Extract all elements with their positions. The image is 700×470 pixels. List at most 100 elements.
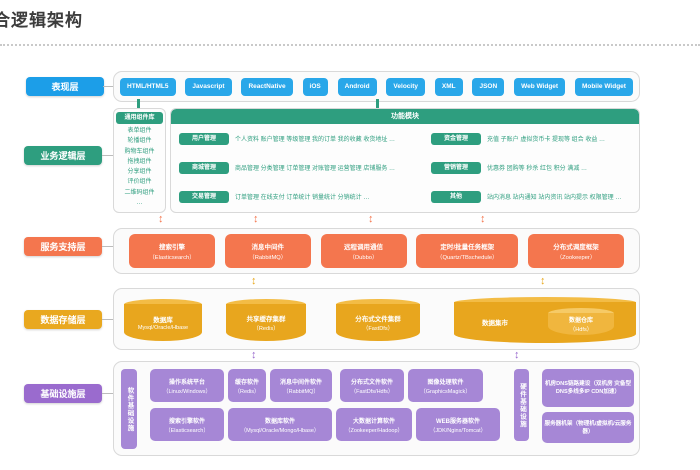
tech-chip-reactnative: ReactNative bbox=[241, 77, 293, 96]
function-row: 交易管理 订单管理 在线支付 订单统计 销量统计 分销统计 … 其他 站内消息 … bbox=[171, 182, 639, 211]
sw-block-mq: 消息中间件软件 （RabbitMQ） bbox=[270, 369, 332, 402]
tech-chip-xml: XML bbox=[434, 77, 463, 96]
cylinder-barrel bbox=[336, 304, 420, 341]
function-group-trade: 交易管理 订单管理 在线支付 订单统计 销量统计 分销统计 … bbox=[179, 190, 431, 203]
service-support-band: 搜索引擎 （Elasticsearch） 消息中间件 （RabbitMQ） 远程… bbox=[113, 228, 640, 274]
common-item: 购物车组件 bbox=[124, 148, 155, 155]
sw-tech: （Zookeeper/Hadoop） bbox=[344, 427, 404, 434]
function-panel-title: 功能模块 bbox=[171, 109, 639, 124]
tech-chip-velocity: Velocity bbox=[386, 77, 425, 96]
connector-tick bbox=[376, 99, 379, 109]
group-pill: 交易管理 bbox=[179, 190, 229, 203]
updown-arrow-icon: ↕ bbox=[251, 275, 257, 287]
common-components-panel: 通用组件库 表单组件 轮播组件 购物车组件 拖拽组件 分享组件 评价组件 二维码… bbox=[113, 108, 166, 213]
sw-block-os: 操作系统平台 （Linux/Windows） bbox=[150, 369, 224, 402]
service-name: 定时/批量任务框架 bbox=[440, 244, 495, 251]
connector-line bbox=[103, 86, 114, 87]
cylinder-barrel bbox=[548, 313, 614, 335]
sw-tech: （Redis） bbox=[234, 388, 260, 395]
cylinder-barrel bbox=[226, 304, 306, 341]
common-item: … bbox=[136, 200, 143, 207]
group-items: 充值 子账户 虚拟货币卡 提现等 组合 收益 … bbox=[487, 137, 606, 143]
cylinder-tech: （FastDfs） bbox=[362, 325, 394, 332]
layer-label-storage: 数据存储层 bbox=[24, 310, 102, 329]
tech-chip-ios: iOS bbox=[302, 77, 328, 96]
tech-chip-javascript: Javascript bbox=[185, 77, 232, 96]
function-group-user: 用户管理 个人资料 账户管理 等级管理 我的订单 我的收藏 收货地址 … bbox=[179, 132, 431, 145]
tech-chip-json: JSON bbox=[472, 77, 505, 96]
software-infra-tab: 软件基础设施 bbox=[121, 369, 137, 449]
cylinder-name: 数据仓库 bbox=[568, 317, 593, 324]
connector-line bbox=[102, 155, 113, 156]
group-items: 优惠券 团购等 秒杀 红包 积分 满减 … bbox=[487, 166, 588, 172]
function-row: 用户管理 个人资料 账户管理 等级管理 我的订单 我的收藏 收货地址 … 资金管… bbox=[171, 124, 639, 153]
group-items: 订单管理 在线支付 订单统计 销量统计 分销统计 … bbox=[235, 195, 370, 201]
service-name: 分布式调度框架 bbox=[553, 244, 599, 251]
sw-block-webserver: WEB服务器软件 （JDK/Nginx/Tomcat） bbox=[416, 408, 500, 441]
service-block-mq: 消息中间件 （RabbitMQ） bbox=[224, 234, 311, 268]
service-block-scheduler: 定时/批量任务框架 （Quartz/TBschedule） bbox=[416, 234, 519, 268]
function-group-other: 其他 站内消息 站内通知 站内资讯 站内提示 权限管理 … bbox=[431, 190, 621, 203]
cylinder-tech: （Hdfs） bbox=[569, 326, 593, 333]
layer-label-business: 业务逻辑层 bbox=[24, 146, 102, 165]
updown-arrow-icon: ↕ bbox=[253, 213, 259, 225]
sw-name: 操作系统平台 bbox=[168, 379, 205, 386]
service-name: 消息中间件 bbox=[251, 244, 285, 251]
updown-arrow-icon: ↕ bbox=[158, 213, 164, 225]
updown-arrow-icon: ↕ bbox=[514, 349, 520, 361]
cylinder-name: 数据库 bbox=[153, 316, 173, 324]
hw-block-servers: 服务器机架（物理机/虚拟机/云服务器） bbox=[542, 412, 634, 443]
sw-block-cache: 缓存软件 （Redis） bbox=[228, 369, 266, 402]
sw-tech: （Elasticsearch） bbox=[165, 427, 209, 434]
common-item: 分享组件 bbox=[127, 169, 152, 176]
tech-chip-web-widget: Web Widget bbox=[514, 77, 566, 96]
sw-name: 缓存软件 bbox=[234, 379, 259, 386]
cylinder-tech: （Redis） bbox=[253, 325, 279, 332]
presentation-layer-band: HTML/HTML5 Javascript ReactNative iOS An… bbox=[113, 71, 640, 102]
sw-name: WEB服务器软件 bbox=[436, 418, 480, 425]
updown-arrow-icon: ↕ bbox=[540, 275, 546, 287]
data-warehouse-cylinder: 数据仓库 （Hdfs） bbox=[548, 308, 614, 335]
connector-line bbox=[102, 246, 113, 247]
service-block-rpc: 远程调用通信 （Dubbo） bbox=[320, 234, 407, 268]
service-tech: （RabbitMQ） bbox=[248, 255, 287, 261]
sw-tech: （GraphicsMagick） bbox=[420, 388, 471, 395]
service-tech: （Dubbo） bbox=[349, 255, 378, 261]
dotted-separator bbox=[0, 44, 700, 46]
cylinder-name: 数据集市 bbox=[482, 320, 508, 327]
page-title: 合逻辑架构 bbox=[0, 11, 83, 30]
sw-tech: （RabbitMQ） bbox=[283, 388, 319, 395]
tech-chip-mobile-widget: Mobile Widget bbox=[574, 77, 633, 96]
sw-tech: （Mysql/Oracle/Mongo/Hbase） bbox=[240, 427, 320, 434]
connector-line bbox=[102, 319, 113, 320]
cache-cluster-cylinder: 共享缓存集群 （Redis） bbox=[226, 299, 306, 341]
function-row: 商城管理 商品管理 分类管理 订单管理 对账管理 运营管理 店铺服务 … 营销管… bbox=[171, 153, 639, 182]
sw-tech: （FastDfs/Hdfs） bbox=[350, 388, 394, 395]
sw-name: 数据库软件 bbox=[264, 418, 295, 425]
hw-text: 服务器机架（物理机/虚拟机/云服务器） bbox=[544, 420, 632, 435]
sw-name: 搜索引擎软件 bbox=[168, 418, 205, 425]
updown-arrow-icon: ↕ bbox=[368, 213, 374, 225]
tech-chip-html5: HTML/HTML5 bbox=[120, 77, 176, 96]
sw-name: 分布式文件软件 bbox=[350, 379, 393, 386]
group-pill: 其他 bbox=[431, 190, 481, 203]
sw-block-dfs: 分布式文件软件 （FastDfs/Hdfs） bbox=[340, 369, 404, 402]
function-group-funds: 资金管理 充值 子账户 虚拟货币卡 提现等 组合 收益 … bbox=[431, 132, 606, 145]
sw-block-image: 图像处理软件 （GraphicsMagick） bbox=[408, 369, 483, 402]
connector-tick bbox=[137, 99, 140, 109]
sw-name: 消息中间件软件 bbox=[279, 379, 322, 386]
common-panel-title: 通用组件库 bbox=[116, 112, 163, 124]
hw-text: 机房DNS链路建设（双机房 灾备型DNS多线多IP CDN加速） bbox=[544, 381, 632, 395]
group-pill: 资金管理 bbox=[431, 132, 481, 145]
sw-name: 图像处理软件 bbox=[427, 379, 464, 386]
sw-tech: （Linux/Windows） bbox=[163, 388, 211, 395]
service-name: 远程调用通信 bbox=[344, 244, 383, 251]
common-item: 轮播组件 bbox=[127, 138, 152, 145]
data-mart-cylinder: 数据集市 数据仓库 （Hdfs） bbox=[454, 297, 636, 343]
cylinder-barrel bbox=[124, 304, 202, 341]
cylinder-name: 共享缓存集群 bbox=[246, 315, 286, 323]
group-items: 个人资料 账户管理 等级管理 我的订单 我的收藏 收货地址 … bbox=[235, 137, 396, 143]
common-item: 评价组件 bbox=[127, 179, 152, 186]
updown-arrow-icon: ↕ bbox=[480, 213, 486, 225]
service-tech: （Elasticsearch） bbox=[148, 255, 196, 261]
